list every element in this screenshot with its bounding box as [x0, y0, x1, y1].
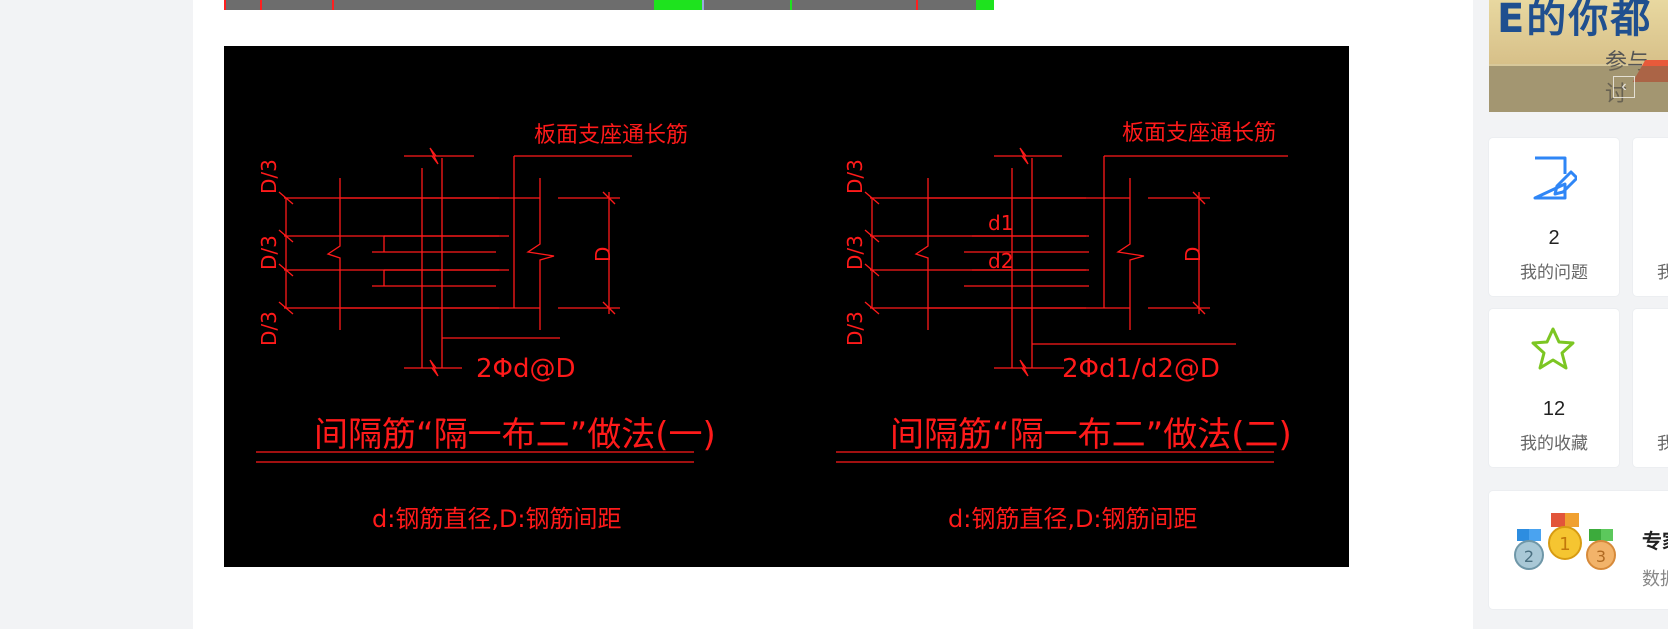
svg-text:1: 1 — [1559, 534, 1570, 555]
cad-drawing-svg: 板面支座通长筋 D/3 D/3 D/3 D 2Φd@D 间隔筋“隔一布二”做法(… — [256, 121, 1292, 533]
right-dim-label: D — [1181, 247, 1205, 262]
right-d1-label: d1 — [988, 211, 1013, 235]
my-questions-card[interactable]: 2 我的问题 — [1489, 138, 1619, 296]
right-detail — [836, 147, 1288, 463]
right-caption: 间隔筋“隔一布二”做法(二) — [890, 415, 1292, 455]
right-legend: d:钢筋直径,D:钢筋间距 — [948, 505, 1198, 533]
my-favorites-label: 我的收藏 — [1520, 434, 1588, 454]
banner-logo-text: E的你都 — [1497, 0, 1653, 42]
my-questions-count: 2 — [1548, 227, 1560, 249]
edit-note-icon — [1533, 156, 1577, 200]
star-icon — [1531, 327, 1575, 370]
stat-card-partial-1[interactable]: 我 — [1633, 138, 1668, 296]
expert-title: 专家 — [1642, 529, 1668, 553]
my-questions-label: 我的问题 — [1520, 263, 1588, 283]
right-sidebar: E的你都 参与讨 ‹ 2 我的问题 我 12 我的收藏 我 2 — [1489, 0, 1668, 629]
left-legend: d:钢筋直径,D:钢筋间距 — [372, 505, 622, 533]
my-favorites-count: 12 — [1542, 398, 1566, 420]
stat-card-partial-2-label: 我 — [1657, 434, 1668, 454]
left-caption: 间隔筋“隔一布二”做法(一) — [314, 415, 716, 455]
left-spacing-label-3: D/3 — [257, 311, 281, 346]
right-top-label: 板面支座通长筋 — [1122, 121, 1276, 146]
banner-overlay — [1489, 66, 1668, 112]
left-spacing-label-1: D/3 — [257, 159, 281, 194]
right-spacing-label-2: D/3 — [843, 235, 867, 270]
stat-card-partial-1-label: 我 — [1657, 263, 1668, 283]
right-spacing-label-3: D/3 — [843, 311, 867, 346]
my-favorites-card[interactable]: 12 我的收藏 — [1489, 309, 1619, 467]
expert-ranking-card[interactable]: 2 1 3 专家 数据 — [1489, 491, 1668, 609]
svg-text:3: 3 — [1596, 547, 1606, 566]
promo-banner[interactable]: E的你都 参与讨 ‹ — [1489, 0, 1668, 112]
left-dim-label: D — [591, 247, 615, 262]
right-d2-label: d2 — [988, 249, 1013, 273]
right-rebar-note: 2Φd1/d2@D — [1062, 354, 1220, 384]
left-spacing-label-2: D/3 — [257, 235, 281, 270]
right-spacing-label-1: D/3 — [843, 159, 867, 194]
banner-background — [1489, 0, 1668, 64]
banner-prev-arrow-icon[interactable]: ‹ — [1613, 76, 1635, 98]
left-rebar-note: 2Φd@D — [476, 354, 576, 384]
stat-card-partial-2[interactable]: 我 — [1633, 309, 1668, 467]
svg-text:2: 2 — [1524, 547, 1534, 566]
left-top-label: 板面支座通长筋 — [534, 123, 688, 148]
top-image-strip — [224, 0, 994, 10]
medals-icon: 2 1 3 — [1514, 513, 1616, 570]
expert-subtitle: 数据 — [1642, 569, 1668, 590]
cad-drawing-image[interactable]: 板面支座通长筋 D/3 D/3 D/3 D 2Φd@D 间隔筋“隔一布二”做法(… — [224, 46, 1349, 567]
left-detail — [256, 147, 694, 463]
